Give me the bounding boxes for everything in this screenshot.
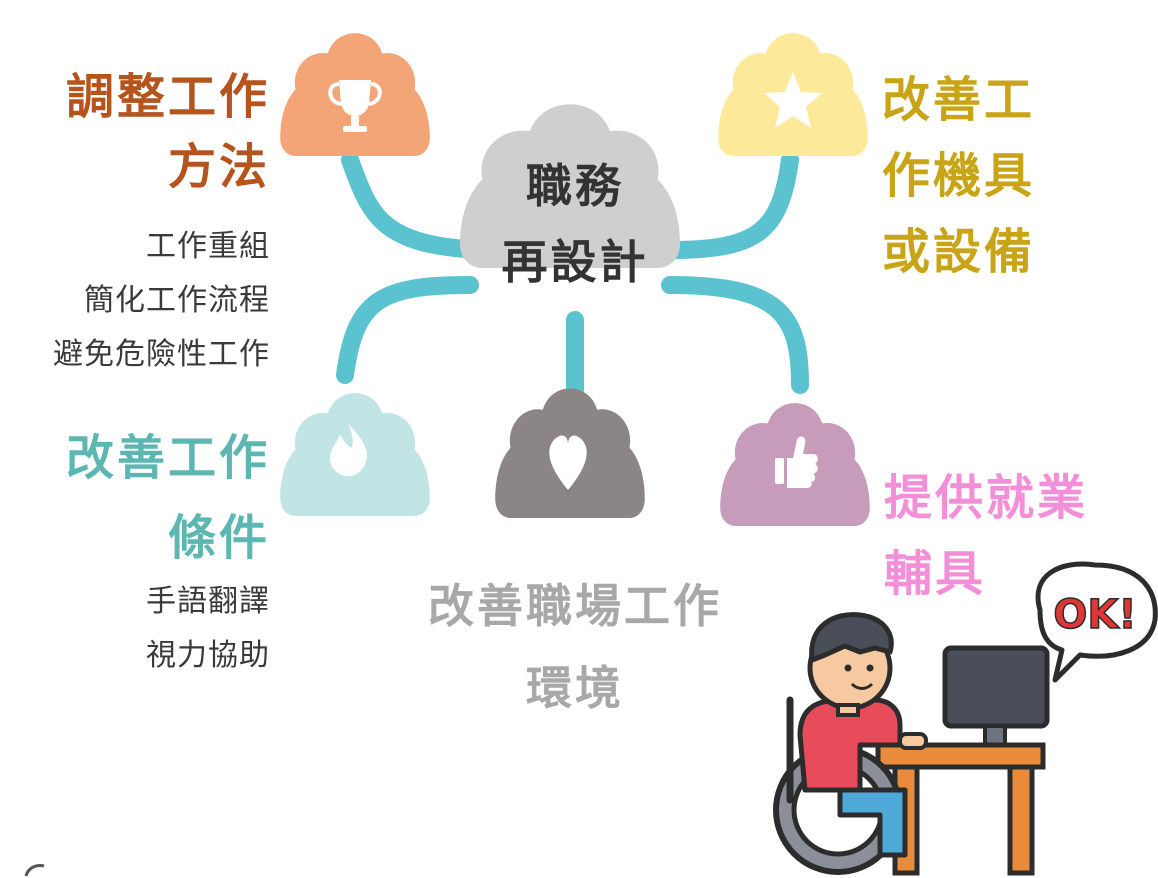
connector-top-left (341, 151, 489, 259)
flame-icon (330, 424, 368, 476)
node-title-bottom-right-line-1: 提供就業 (884, 470, 1089, 526)
connector-bottom-left (336, 276, 479, 384)
node-title-bottom-right-line-2: 輔具 (884, 546, 987, 602)
node-title-bottom-right: 提供就業 輔具 (884, 460, 1088, 612)
person-head (807, 612, 894, 717)
connector-top-right (661, 151, 799, 259)
node-title-bottom-center-line-2: 環境 (526, 661, 624, 715)
ok-text: OK! (1053, 592, 1136, 638)
node-title-bottom-center-line-1: 改善職場工作 (428, 579, 722, 633)
node-title-top-left-line-2: 方法 (167, 139, 270, 195)
list-item: 工作重組 (146, 229, 270, 264)
center-title-line-1: 職務 (526, 159, 624, 213)
list-item: 視力協助 (146, 638, 270, 673)
star-icon (764, 72, 822, 128)
connector-bottom-right (661, 276, 809, 394)
list-item: 手語翻譯 (146, 584, 270, 619)
list-item: 簡化工作流程 (84, 283, 270, 318)
node-title-top-right: 改善工 作機具 或設備 (882, 62, 1035, 290)
wheelchair-user-illustration: OK! (773, 561, 1158, 876)
heart-icon (549, 435, 587, 490)
node-items-top-left: 工作重組 簡化工作流程 避免危險性工作 (53, 220, 270, 382)
corner-arc-mark (24, 864, 45, 877)
desk-leg-right (1007, 764, 1035, 876)
node-items-bottom-left: 手語翻譯 視力協助 (146, 575, 270, 683)
monitor (942, 645, 1050, 729)
node-title-bottom-left-line-2: 條件 (167, 510, 270, 566)
node-title-top-right-line-1: 改善工 (882, 72, 1036, 128)
center-title: 職務 再設計 (470, 148, 680, 300)
trophy-icon (328, 80, 382, 132)
node-title-top-right-line-3: 或設備 (882, 224, 1036, 280)
list-item: 避免危險性工作 (53, 337, 270, 372)
center-title-line-2: 再設計 (501, 235, 649, 289)
ok-speech-bubble: OK! (1035, 561, 1158, 683)
node-title-top-left-line-1: 調整工作 (65, 69, 270, 125)
desk-top (875, 742, 1046, 770)
node-title-bottom-left: 改善工作 條件 (66, 418, 270, 578)
node-title-top-left: 調整工作 方法 (66, 62, 270, 202)
person-legs (837, 787, 908, 858)
connectors (336, 151, 809, 399)
node-title-top-right-line-2: 作機具 (882, 148, 1036, 204)
node-title-bottom-center: 改善職場工作 環境 (395, 565, 755, 729)
node-title-bottom-left-line-1: 改善工作 (65, 430, 270, 486)
thumbs-up-icon (775, 436, 818, 488)
